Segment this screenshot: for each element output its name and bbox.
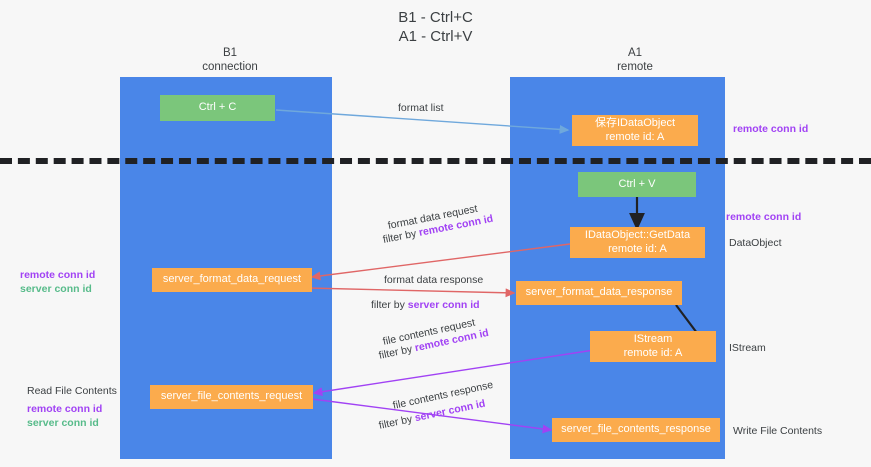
node-server-format-data-request-label: server_format_data_request <box>162 273 302 286</box>
filter-prefix: filter by <box>381 227 421 246</box>
node-save-idataobject[interactable]: 保存IDataObject remote id: A <box>572 115 698 146</box>
node-ctrl-c-label: Ctrl + C <box>198 101 237 114</box>
arrow-format-data-response <box>307 287 516 298</box>
annotation-left-bottom-server-conn-id: server conn id <box>27 417 99 429</box>
filter-prefix: filter by <box>377 412 417 432</box>
annotation-right-remote-conn-id-top: remote conn id <box>733 123 809 135</box>
node-server-file-contents-response-label: server_file_contents_response <box>561 423 711 436</box>
node-ctrl-v-label: Ctrl + V <box>618 177 656 190</box>
node-save-idataobject-line1: 保存IDataObject <box>594 117 676 129</box>
node-server-format-data-request[interactable]: server_format_data_request <box>152 268 312 292</box>
node-istream-line1: IStream <box>633 333 673 345</box>
annotation-left-bottom-remote-conn-id: remote conn id <box>27 403 103 415</box>
node-server-format-data-response-label: server_format_data_response <box>525 286 673 299</box>
column-header-a1: A1 remote <box>617 47 653 73</box>
annotation-right-istream: IStream <box>729 342 766 354</box>
filter-prefix: filter by <box>371 299 408 311</box>
edge-label-format-data-response: format data response <box>384 274 484 286</box>
node-server-file-contents-request[interactable]: server_file_contents_request <box>150 385 313 409</box>
node-server-file-contents-response[interactable]: server_file_contents_response <box>552 418 720 442</box>
annotation-left-server-conn-id: server conn id <box>20 283 92 295</box>
edge-label-format-list: format list <box>398 102 444 114</box>
annotation-right-write-file-contents: Write File Contents <box>733 425 823 437</box>
diagram-title: B1 - Ctrl+C A1 - Ctrl+V <box>398 9 473 45</box>
node-idataobject-getdata[interactable]: IDataObject::GetData remote id: A <box>570 227 705 258</box>
annotation-left-read-file-contents: Read File Contents <box>27 385 117 397</box>
annotation-right-dataobject: DataObject <box>729 237 782 249</box>
node-save-idataobject-line2: remote id: A <box>605 130 665 143</box>
node-ctrl-v[interactable]: Ctrl + V <box>578 172 696 197</box>
section-divider <box>0 158 871 164</box>
node-istream-line2: remote id: A <box>623 346 683 359</box>
node-idataobject-getdata-line2: remote id: A <box>608 242 667 255</box>
node-idataobject-getdata-line1: IDataObject::GetData <box>584 229 691 241</box>
column-header-b1: B1 connection <box>202 47 258 73</box>
node-istream[interactable]: IStream remote id: A <box>590 331 716 362</box>
filter-key-server-conn-id: server conn id <box>407 299 480 311</box>
node-server-file-contents-request-label: server_file_contents_request <box>160 390 303 403</box>
annotation-left-remote-conn-id: remote conn id <box>20 269 96 281</box>
node-server-format-data-response[interactable]: server_format_data_response <box>516 281 682 305</box>
annotation-right-remote-conn-id-mid: remote conn id <box>726 211 802 223</box>
edge-label-format-data-response-filter: filter by server conn id <box>371 298 480 312</box>
node-ctrl-c[interactable]: Ctrl + C <box>160 95 275 121</box>
